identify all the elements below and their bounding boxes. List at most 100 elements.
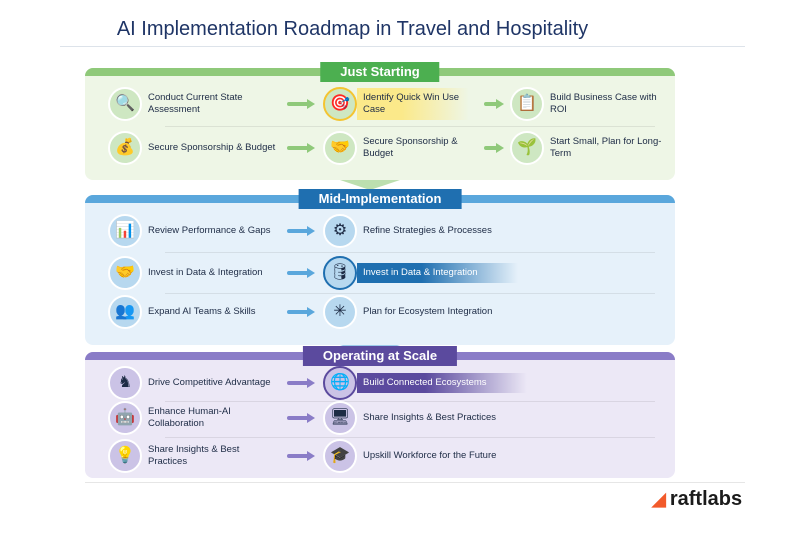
insights-screen-icon: 💡 bbox=[108, 439, 142, 473]
arrow-right-icon bbox=[287, 143, 315, 153]
clipboard-dollar-icon: 📋 bbox=[510, 87, 544, 121]
arrow-head bbox=[496, 143, 504, 153]
row-divider bbox=[165, 437, 655, 438]
section-label: Just Starting bbox=[320, 62, 440, 82]
handshake-icon: 🤝 bbox=[323, 131, 357, 165]
roadmap-step: ⚙ Refine Strategies & Processes bbox=[323, 214, 492, 248]
roadmap-step: 👥 Expand AI Teams & Skills bbox=[108, 295, 256, 329]
arrow-right-icon bbox=[484, 99, 504, 109]
row-divider bbox=[165, 293, 655, 294]
arrow-head bbox=[307, 378, 315, 388]
presentation-icon: 🖥 bbox=[323, 401, 357, 435]
logo-mark-icon: ◢ bbox=[652, 489, 666, 509]
database-icon: 🛢 bbox=[323, 256, 357, 290]
arrow-right-icon bbox=[287, 307, 315, 317]
arrow-head bbox=[307, 143, 315, 153]
arrow-right-icon bbox=[287, 268, 315, 278]
roadmap-step: 🌐 Build Connected Ecosystems bbox=[323, 366, 527, 400]
arrow-right-icon bbox=[287, 99, 315, 109]
footer-divider bbox=[85, 482, 745, 483]
roadmap-step: 🤝 Secure Sponsorship & Budget bbox=[323, 131, 475, 165]
step-label: Build Connected Ecosystems bbox=[357, 373, 527, 393]
step-label: Enhance Human-AI Collaboration bbox=[148, 406, 231, 429]
roadmap-step: 🔍 Conduct Current State Assessment bbox=[108, 87, 280, 121]
sprout-icon: 🌱 bbox=[510, 131, 544, 165]
roadmap-step: 📊 Review Performance & Gaps bbox=[108, 214, 271, 248]
arrow-right-icon bbox=[287, 226, 315, 236]
target-icon: 🎯 bbox=[323, 87, 357, 121]
roadmap-step: 🌱 Start Small, Plan for Long-Term bbox=[510, 131, 670, 165]
step-label: Invest in Data & Integration bbox=[148, 267, 263, 278]
arrow-shaft bbox=[287, 271, 309, 275]
page-title: AI Implementation Roadmap in Travel and … bbox=[116, 18, 589, 40]
step-label: Invest in Data & Integration bbox=[357, 263, 518, 283]
section-label: Mid-Implementation bbox=[298, 189, 462, 209]
stage-arrow bbox=[340, 180, 400, 190]
step-label: Drive Competitive Advantage bbox=[148, 377, 271, 388]
step-label: Plan for Ecosystem Integration bbox=[363, 306, 493, 317]
arrow-shaft bbox=[484, 146, 498, 150]
step-label: Identify Quick Win Use Case bbox=[357, 88, 469, 120]
roadmap-step: 🎯 Identify Quick Win Use Case bbox=[323, 87, 469, 121]
gears-icon: ⚙ bbox=[323, 214, 357, 248]
arrow-shaft bbox=[287, 146, 309, 150]
step-label: Build Business Case with ROI bbox=[550, 92, 657, 115]
logo-text: raftlabs bbox=[669, 488, 743, 510]
roadmap-step: ♞ Drive Competitive Advantage bbox=[108, 366, 271, 400]
roadmap-step: 🎓 Upskill Workforce for the Future bbox=[323, 439, 496, 473]
arrow-shaft bbox=[484, 102, 498, 106]
roadmap-step: 🤝 Invest in Data & Integration bbox=[108, 256, 263, 290]
roadmap-step: ✳ Plan for Ecosystem Integration bbox=[323, 295, 492, 329]
magnifier-document-icon: 🔍 bbox=[108, 87, 142, 121]
step-label: Share Insights & Best Practices bbox=[363, 412, 497, 423]
arrow-right-icon bbox=[287, 451, 315, 461]
graduation-cap-icon: 🎓 bbox=[323, 439, 357, 473]
arrow-head bbox=[307, 451, 315, 461]
roadmap-step: 💡 Share Insights & Best Practices bbox=[108, 439, 280, 473]
roadmap-step: 📋 Build Business Case with ROI bbox=[510, 87, 670, 121]
arrow-right-icon bbox=[484, 143, 504, 153]
arrow-head bbox=[496, 99, 504, 109]
section-just-starting: Just Starting bbox=[85, 62, 675, 180]
arrow-head bbox=[307, 307, 315, 317]
arrow-shaft bbox=[287, 416, 309, 420]
step-label: Expand AI Teams & Skills bbox=[148, 306, 256, 317]
handshake-icon: 🤝 bbox=[108, 256, 142, 290]
raftlabs-logo: ◢raftlabs bbox=[652, 488, 742, 511]
arrow-right-icon bbox=[287, 378, 315, 388]
step-label: Share Insights & Best Practices bbox=[148, 444, 240, 467]
step-label: Upskill Workforce for the Future bbox=[363, 450, 497, 461]
arrow-shaft bbox=[287, 229, 309, 233]
step-label: Secure Sponsorship & Budget bbox=[363, 136, 458, 159]
title-divider bbox=[60, 46, 745, 47]
step-label: Conduct Current State Assessment bbox=[148, 92, 243, 115]
roadmap-step: 🖥 Share Insights & Best Practices bbox=[323, 401, 496, 435]
step-label: Refine Strategies & Processes bbox=[363, 225, 492, 236]
arrow-head bbox=[307, 99, 315, 109]
step-label: Review Performance & Gaps bbox=[148, 225, 271, 236]
arrow-head bbox=[307, 268, 315, 278]
team-icon: 👥 bbox=[108, 295, 142, 329]
chart-magnifier-icon: 📊 bbox=[108, 214, 142, 248]
step-label: Start Small, Plan for Long-Term bbox=[550, 136, 662, 159]
chess-knight-icon: ♞ bbox=[108, 366, 142, 400]
roadmap-step: 🤖 Enhance Human-AI Collaboration bbox=[108, 401, 280, 435]
arrow-shaft bbox=[287, 381, 309, 385]
roadmap-step: 🛢 Invest in Data & Integration bbox=[323, 256, 518, 290]
arrow-right-icon bbox=[287, 413, 315, 423]
row-divider bbox=[165, 252, 655, 253]
row-divider bbox=[165, 126, 655, 127]
globe-network-icon: 🌐 bbox=[323, 366, 357, 400]
network-icon: ✳ bbox=[323, 295, 357, 329]
human-robot-icon: 🤖 bbox=[108, 401, 142, 435]
arrow-shaft bbox=[287, 454, 309, 458]
money-bag-icon: 💰 bbox=[108, 131, 142, 165]
arrow-head bbox=[307, 413, 315, 423]
arrow-shaft bbox=[287, 310, 309, 314]
arrow-head bbox=[307, 226, 315, 236]
step-label: Secure Sponsorship & Budget bbox=[148, 142, 276, 153]
section-label: Operating at Scale bbox=[302, 346, 458, 366]
roadmap-step: 💰 Secure Sponsorship & Budget bbox=[108, 131, 275, 165]
row-divider bbox=[165, 401, 655, 402]
arrow-shaft bbox=[287, 102, 309, 106]
